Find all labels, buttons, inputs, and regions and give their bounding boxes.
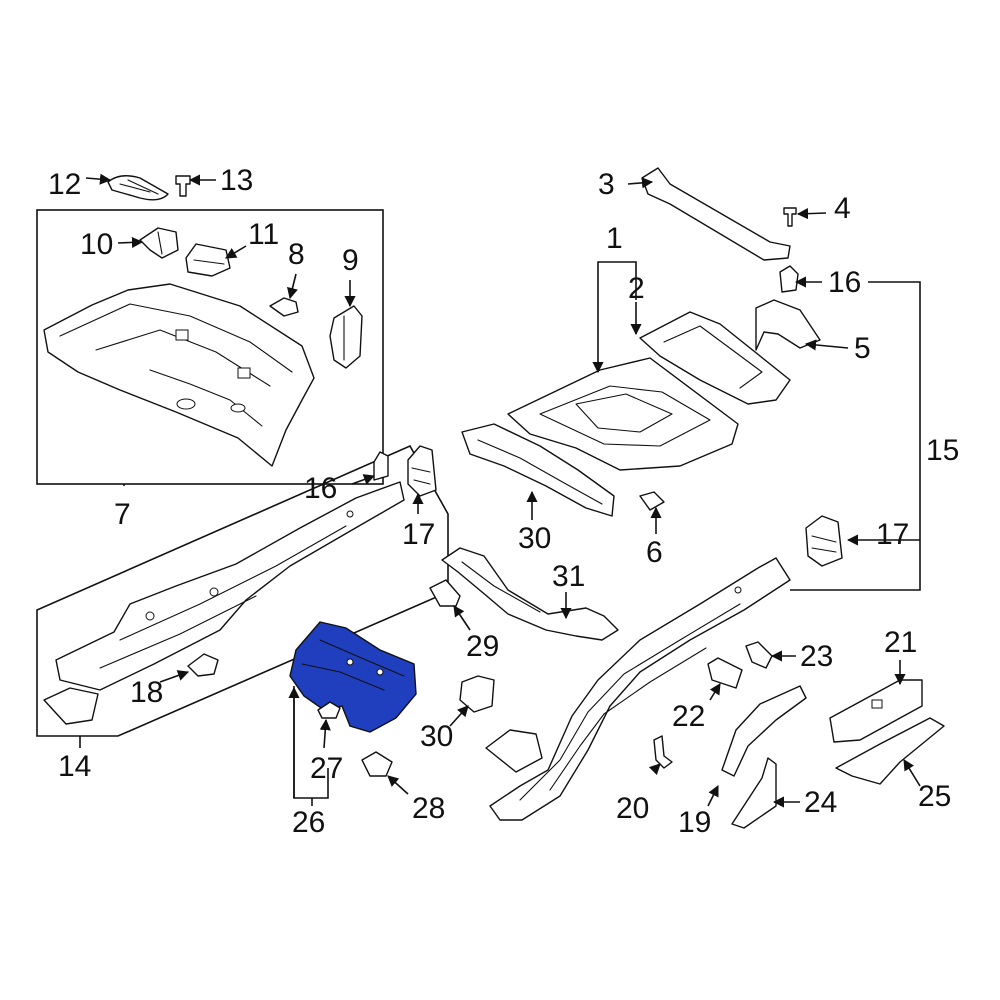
- part-16-clip-right[interactable]: [779, 265, 799, 293]
- callout-23: 23: [800, 640, 833, 673]
- part-27-nut[interactable]: [317, 701, 341, 719]
- callout-13: 13: [220, 164, 253, 197]
- part-24-gusset[interactable]: [731, 757, 777, 829]
- part-16-bracket-left[interactable]: [373, 451, 389, 481]
- callout-21: 21: [884, 626, 917, 659]
- callout-19: 19: [678, 806, 711, 839]
- part-8-clip[interactable]: [269, 297, 299, 317]
- part-4-bolt[interactable]: [783, 207, 797, 227]
- callout-29: 29: [466, 630, 499, 663]
- part-30-crossmember-upper[interactable]: [461, 423, 615, 517]
- callout-8: 8: [288, 238, 305, 271]
- part-31-crossmember[interactable]: [441, 547, 619, 641]
- part-13-bolt[interactable]: [175, 175, 191, 197]
- callout-6: 6: [646, 536, 663, 569]
- part-22-bracket[interactable]: [707, 657, 743, 689]
- callout-28: 28: [412, 792, 445, 825]
- callout-30-upper: 30: [518, 522, 551, 555]
- callout-27: 27: [310, 752, 343, 785]
- callout-2: 2: [628, 272, 645, 305]
- callout-7: 7: [114, 498, 131, 531]
- callout-31: 31: [552, 560, 585, 593]
- callout-16-left: 16: [304, 472, 337, 505]
- part-18-clip[interactable]: [187, 653, 219, 677]
- part-6-pad[interactable]: [639, 491, 665, 511]
- callout-15: 15: [926, 434, 959, 467]
- callout-22: 22: [672, 700, 705, 733]
- part-10-bracket[interactable]: [139, 227, 179, 259]
- callout-9: 9: [342, 244, 359, 277]
- part-17-bracket-left[interactable]: [407, 445, 437, 497]
- bracket-15: [790, 281, 921, 591]
- callout-26: 26: [292, 806, 325, 839]
- bracket-1: [597, 261, 637, 370]
- callout-5: 5: [854, 332, 871, 365]
- callout-30-lower: 30: [420, 720, 453, 753]
- callout-17-left: 17: [402, 518, 435, 551]
- callout-17-right: 17: [876, 518, 909, 551]
- part-25-panel[interactable]: [835, 717, 945, 785]
- callout-24: 24: [804, 786, 837, 819]
- part-2-pan[interactable]: [639, 311, 791, 405]
- part-12-plate[interactable]: [107, 175, 169, 201]
- callout-16-right: 16: [828, 266, 861, 299]
- callout-1: 1: [606, 222, 623, 255]
- part-9-bracket[interactable]: [329, 305, 363, 369]
- callout-14: 14: [58, 750, 91, 783]
- callout-18: 18: [130, 676, 163, 709]
- part-19-rail-piece[interactable]: [721, 685, 807, 777]
- part-30-bracket-lower[interactable]: [459, 675, 495, 713]
- part-1-floor-assembly[interactable]: [507, 357, 739, 471]
- part-11-bracket[interactable]: [185, 243, 231, 277]
- part-28-clip[interactable]: [361, 751, 393, 777]
- part-3-brace[interactable]: [641, 167, 791, 261]
- callout-25: 25: [918, 780, 951, 813]
- part-14-side-rail[interactable]: [55, 481, 405, 691]
- callout-10: 10: [80, 228, 113, 261]
- callout-12: 12: [48, 168, 81, 201]
- part-29-grommet[interactable]: [429, 579, 461, 607]
- part-7-floor-pan[interactable]: [43, 283, 315, 467]
- part-23-clip[interactable]: [745, 641, 773, 669]
- callout-11: 11: [248, 218, 279, 251]
- part-5-bracket[interactable]: [755, 299, 821, 351]
- part-20-bracket[interactable]: [653, 735, 673, 769]
- callout-3: 3: [598, 168, 615, 201]
- part-17-bracket-right[interactable]: [805, 515, 843, 567]
- group-frame-7: [36, 209, 384, 485]
- callout-4: 4: [834, 192, 851, 225]
- callout-20: 20: [616, 792, 649, 825]
- part-15-side-rail[interactable]: [489, 557, 791, 821]
